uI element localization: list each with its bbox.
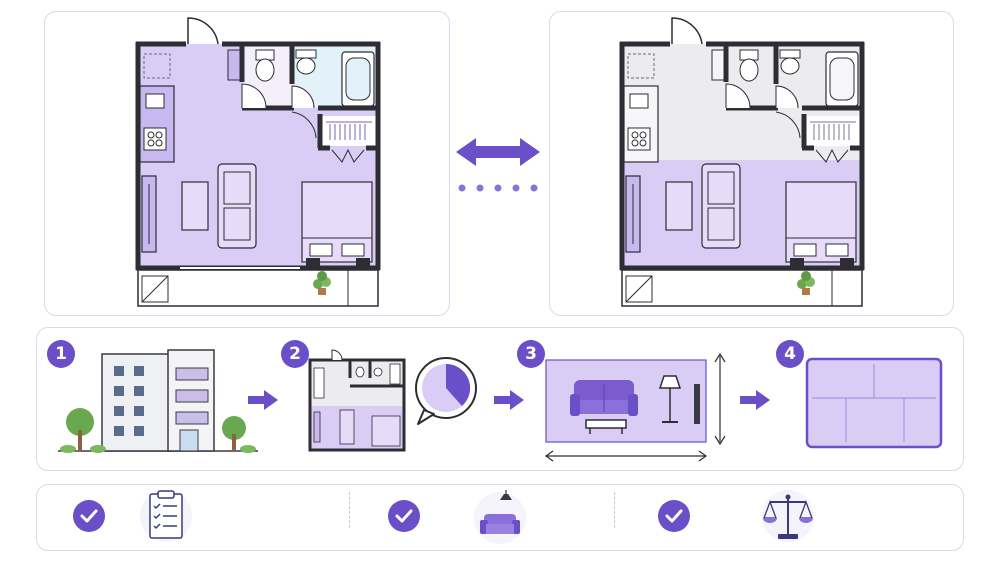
living-room-dimensions-icon — [544, 352, 726, 462]
floor-plan-right — [619, 17, 865, 307]
check-icon — [73, 500, 105, 532]
step-badge-2: 2 — [281, 340, 309, 368]
sofa-lamp-icon — [474, 490, 526, 544]
apartment-building-icon — [58, 349, 258, 453]
floor-plan-left — [135, 17, 381, 307]
swap-arrow-icon — [456, 138, 540, 192]
arrow-right-icon — [740, 390, 770, 410]
step-badge-1: 1 — [47, 340, 75, 368]
step-badge-3: 3 — [517, 340, 545, 368]
separator — [349, 492, 350, 528]
check-icon — [388, 500, 420, 532]
check-icon — [658, 500, 690, 532]
zoned-area-icon — [805, 357, 943, 449]
plant-icon — [797, 271, 815, 295]
balance-scale-icon — [762, 490, 814, 542]
separator — [614, 492, 615, 528]
plant-icon — [313, 271, 331, 295]
arrow-right-icon — [248, 390, 278, 410]
step-badge-4: 4 — [776, 340, 804, 368]
arrow-right-icon — [494, 390, 524, 410]
clipboard-checklist-icon — [140, 490, 192, 542]
floor-plan-pie-icon — [308, 349, 477, 452]
